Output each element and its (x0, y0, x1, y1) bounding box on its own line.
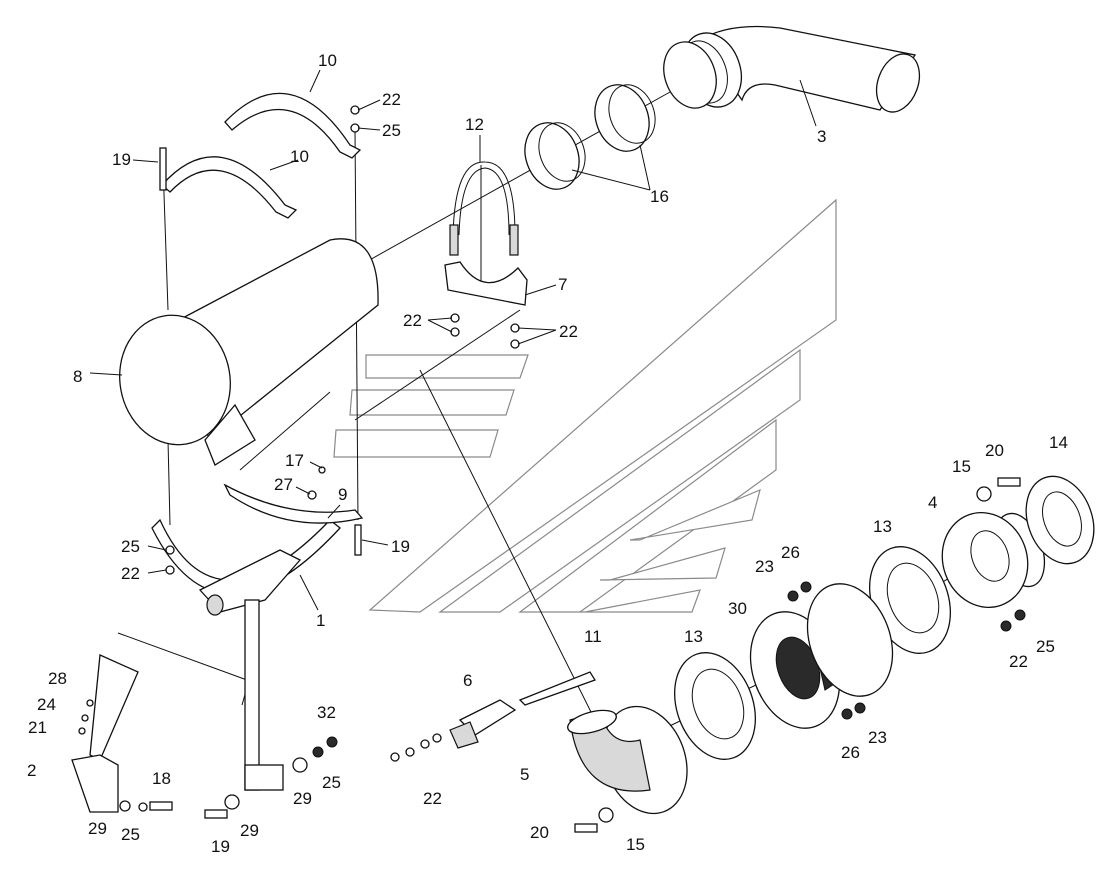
sensor-cable (449, 671, 596, 749)
callout-19-mid: 19 (391, 537, 410, 556)
callout-27: 27 (274, 475, 293, 494)
callout-22-clamp-right: 22 (559, 322, 578, 341)
lower-bracket-stand (151, 483, 364, 791)
callout-18: 18 (152, 769, 171, 788)
callout-labels: 1 2 3 4 5 6 7 8 9 10 10 11 12 13 13 14 1… (27, 51, 1068, 856)
callout-10-mid: 10 (290, 147, 309, 166)
callout-22-bracket: 22 (121, 564, 140, 583)
callout-22-flange: 22 (1009, 652, 1028, 671)
callout-4: 4 (928, 493, 937, 512)
callout-8: 8 (73, 367, 82, 386)
callout-29-stand: 29 (293, 789, 312, 808)
muffler-straps-upper (161, 92, 362, 219)
callout-21: 21 (28, 718, 47, 737)
callout-16: 16 (650, 187, 669, 206)
callout-30: 30 (728, 599, 747, 618)
callout-25-top: 25 (382, 121, 401, 140)
side-bracket (71, 654, 139, 813)
callout-19-top: 19 (112, 150, 131, 169)
callout-25-stand: 25 (322, 773, 341, 792)
callout-5: 5 (520, 765, 529, 784)
flex-bellows (749, 583, 894, 729)
callout-25-bracket: 25 (121, 537, 140, 556)
callout-32: 32 (317, 703, 336, 722)
callout-20-right: 20 (985, 441, 1004, 460)
callout-22-top: 22 (382, 90, 401, 109)
callout-6: 6 (463, 671, 472, 690)
callout-25-flange: 25 (1036, 637, 1055, 656)
callout-7: 7 (558, 275, 567, 294)
callout-15-right: 15 (952, 457, 971, 476)
fasteners (78, 105, 1026, 833)
callout-1: 1 (316, 611, 325, 630)
callout-22-sensor: 22 (423, 789, 442, 808)
callout-12: 12 (465, 115, 484, 134)
callout-23-upper: 23 (755, 557, 774, 576)
callout-29-bottom: 29 (240, 821, 259, 840)
callout-26-upper: 26 (781, 543, 800, 562)
callout-11: 11 (584, 627, 602, 646)
callout-9: 9 (338, 485, 347, 504)
watermark-logo (333, 198, 837, 613)
callout-13-left: 13 (684, 627, 703, 646)
callout-20-bottom: 20 (530, 823, 549, 842)
flanges (941, 475, 1095, 608)
u-bolt-clamp (444, 161, 528, 306)
callout-28: 28 (48, 669, 67, 688)
outlet-elbow (567, 705, 688, 815)
exhaust-elbow-pipe (663, 25, 921, 113)
callout-17: 17 (285, 451, 304, 470)
callout-2: 2 (27, 761, 36, 780)
muffler (119, 238, 379, 466)
callout-13-right: 13 (873, 517, 892, 536)
callout-19-bottom: 19 (211, 837, 230, 856)
gaskets (673, 546, 952, 760)
callout-3: 3 (817, 127, 826, 146)
callout-14: 14 (1049, 433, 1068, 452)
callout-24: 24 (37, 695, 56, 714)
callout-23-lower: 23 (868, 728, 887, 747)
callout-29-left: 29 (88, 819, 107, 838)
callout-22-clamp-left: 22 (403, 311, 422, 330)
callout-leaders (89, 69, 817, 611)
callout-10-top: 10 (318, 51, 337, 70)
callout-25-bracket2: 25 (121, 825, 140, 844)
callout-15-bottom: 15 (626, 835, 645, 854)
clamp-rings (524, 84, 656, 190)
callout-26-lower: 26 (841, 743, 860, 762)
